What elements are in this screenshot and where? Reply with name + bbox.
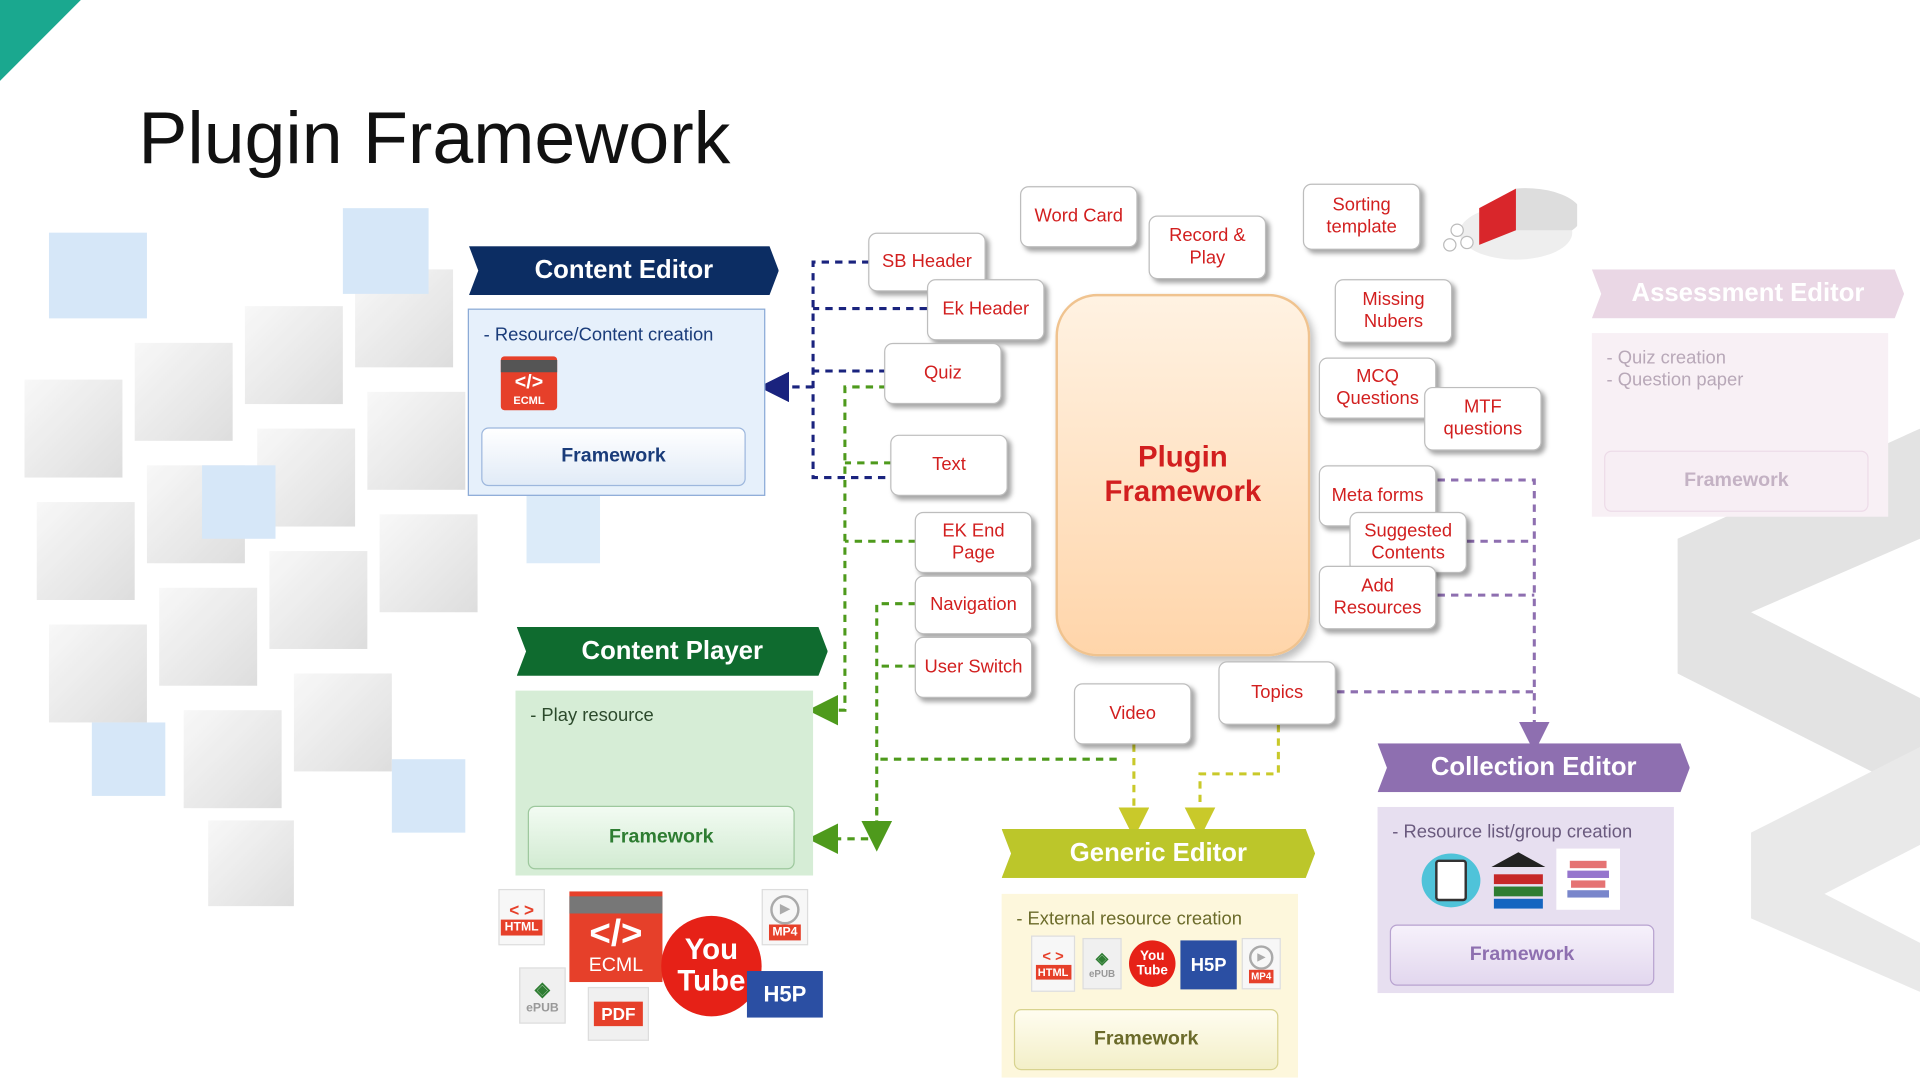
epub-file-icon: ◈ ePUB bbox=[519, 967, 566, 1024]
content-editor-banner: Content Editor bbox=[468, 246, 779, 296]
content-player-banner: Content Player bbox=[516, 626, 828, 676]
corner-accent bbox=[0, 0, 81, 81]
content-player-panel: - Play resource Framework bbox=[515, 690, 814, 876]
generic-editor-framework-button[interactable]: Framework bbox=[1013, 1008, 1279, 1071]
content-player-desc: - Play resource bbox=[530, 705, 654, 727]
plugin-video[interactable]: Video bbox=[1073, 683, 1192, 745]
youtube-icon: You Tube bbox=[661, 915, 762, 1017]
plugin-record-play[interactable]: Record & Play bbox=[1148, 215, 1267, 280]
collection-editor-banner: Collection Editor bbox=[1377, 743, 1690, 793]
epub-small-icon: ◈ ePUB bbox=[1082, 937, 1122, 990]
plugin-user-switch[interactable]: User Switch bbox=[914, 636, 1033, 698]
plugin-sorting-template[interactable]: Sorting template bbox=[1302, 183, 1421, 250]
plugin-mtf-questions[interactable]: MTF questions bbox=[1424, 386, 1542, 451]
assessment-editor-panel: - Quiz creation - Question paper Framewo… bbox=[1591, 333, 1889, 517]
graduation-books-icon bbox=[1490, 851, 1546, 910]
assessment-editor-banner: Assessment Editor bbox=[1591, 269, 1905, 319]
plugin-suggested-contents[interactable]: Suggested Contents bbox=[1349, 511, 1467, 574]
content-editor-panel: - Resource/Content creation </> ECML Fra… bbox=[467, 308, 766, 496]
ecml-icon: </> ECML bbox=[500, 356, 558, 411]
content-editor-desc: - Resource/Content creation bbox=[483, 324, 714, 346]
ecml-large-icon: </> ECML bbox=[569, 891, 663, 983]
plugin-ek-header[interactable]: Ek Header bbox=[926, 279, 1045, 341]
ebook-reader-icon bbox=[1421, 853, 1481, 908]
plugin-topics[interactable]: Topics bbox=[1218, 661, 1336, 725]
html-file-icon: < > HTML bbox=[498, 888, 545, 946]
chevron-decoration bbox=[1677, 428, 1920, 992]
generic-editor-desc: - External resource creation bbox=[1016, 908, 1242, 930]
plugin-quiz[interactable]: Quiz bbox=[884, 342, 1002, 405]
plugin-missing-nubers[interactable]: Missing Nubers bbox=[1334, 279, 1453, 343]
mp4-file-icon: ▶ MP4 bbox=[761, 888, 809, 946]
generic-editor-banner: Generic Editor bbox=[1001, 828, 1316, 878]
puzzle-pie-image bbox=[1443, 188, 1578, 260]
cube-background-image bbox=[24, 208, 601, 907]
plugin-sb-header[interactable]: SB Header bbox=[868, 232, 986, 292]
collection-editor-desc: - Resource list/group creation bbox=[1392, 821, 1633, 843]
assessment-editor-framework-button[interactable]: Framework bbox=[1604, 450, 1869, 512]
plugin-add-resources[interactable]: Add Resources bbox=[1318, 565, 1437, 630]
content-editor-framework-button[interactable]: Framework bbox=[481, 427, 746, 487]
page-title: Plugin Framework bbox=[138, 96, 731, 179]
plugin-text[interactable]: Text bbox=[890, 434, 1008, 496]
generic-editor-panel: - External resource creation < > HTML ◈ … bbox=[1001, 893, 1298, 1078]
assessment-editor-desc: - Quiz creation - Question paper bbox=[1606, 347, 1744, 391]
collection-editor-panel: - Resource list/group creation Framework bbox=[1377, 806, 1674, 994]
plugin-word-card[interactable]: Word Card bbox=[1020, 186, 1138, 248]
pdf-file-icon: PDF bbox=[587, 986, 649, 1041]
mp4-small-icon: ▶ MP4 bbox=[1241, 937, 1281, 990]
youtube-small-icon: You Tube bbox=[1128, 940, 1176, 987]
html-small-icon: < > HTML bbox=[1031, 935, 1076, 992]
plugin-navigation[interactable]: Navigation bbox=[914, 575, 1033, 635]
book-stack-icon bbox=[1556, 848, 1621, 910]
content-player-framework-button[interactable]: Framework bbox=[527, 805, 795, 870]
h5p-small-icon: H5P bbox=[1180, 940, 1237, 990]
plugin-mcq-questions[interactable]: MCQ Questions bbox=[1318, 357, 1437, 419]
h5p-icon: H5P bbox=[746, 971, 823, 1018]
plugin-ek-end-page[interactable]: EK End Page bbox=[914, 511, 1033, 574]
collection-editor-framework-button[interactable]: Framework bbox=[1389, 924, 1655, 986]
